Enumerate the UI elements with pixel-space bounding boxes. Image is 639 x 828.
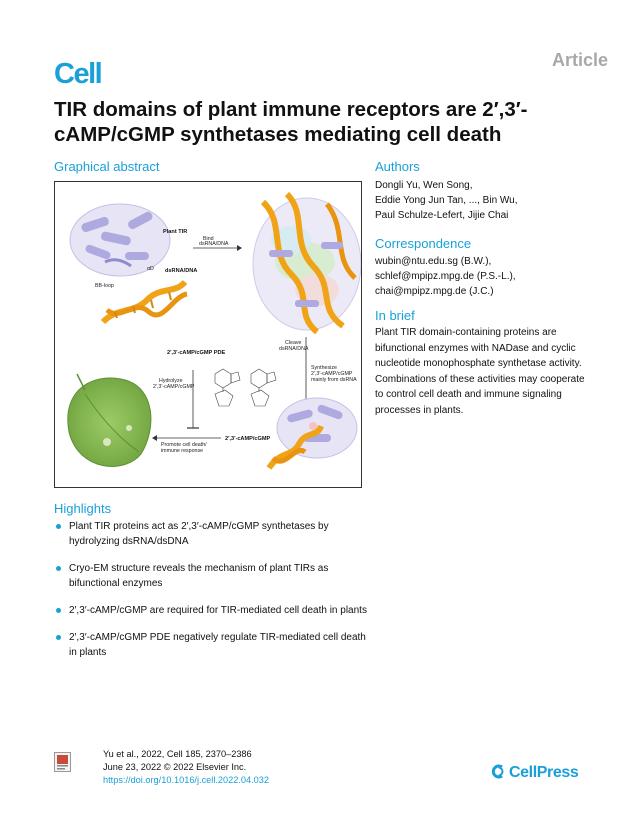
authors-line: Eddie Yong Jun Tan, ..., Bin Wu, — [375, 195, 518, 206]
highlight-text: 2′,3′-cAMP/cGMP PDE negatively regulate … — [69, 632, 366, 658]
plant-tir-label: Plant TIR — [163, 229, 187, 235]
bullet-icon — [56, 608, 61, 613]
authors-heading: Authors — [375, 159, 420, 174]
tir-dna-complex-icon — [252, 191, 361, 335]
cyclic-nucleotide-structures-icon — [214, 368, 277, 407]
citation-date-line: June 23, 2022 © 2022 Elsevier Inc. — [103, 762, 247, 772]
bind-sub-label: dsRNA/DNA — [199, 241, 229, 247]
dsrna-dna-helix-icon — [100, 279, 188, 325]
plant-tir-protein-icon — [69, 203, 171, 277]
correspondence-email-link[interactable]: wubin@ntu.edu.sg (B.W.), — [375, 256, 492, 267]
plant-leaf-icon — [67, 373, 152, 467]
highlights-heading: Highlights — [54, 501, 112, 516]
correspondence-email-link[interactable]: schlef@mpipz.mpg.de (P.S.-L.), — [375, 271, 516, 282]
bind-label: Bind — [203, 236, 214, 242]
graphical-abstract-heading: Graphical abstract — [54, 159, 160, 174]
authors-line: Dongli Yu, Wen Song, — [375, 180, 473, 191]
cellpress-mark-icon — [491, 764, 504, 779]
promote-sub-label: immune response — [161, 448, 203, 454]
in-brief-heading: In brief — [375, 308, 415, 323]
highlight-item: 2′,3′-cAMP/cGMP PDE negatively regulate … — [54, 630, 374, 660]
alpha-d-label: αD — [147, 266, 154, 272]
highlight-item: Plant TIR proteins act as 2′,3′-cAMP/cGM… — [54, 519, 374, 549]
highlights-list: Plant TIR proteins act as 2′,3′-cAMP/cGM… — [54, 519, 374, 672]
citation-block: Yu et al., 2022, Cell 185, 2370–2386 Jun… — [103, 748, 269, 787]
correspondence-list: wubin@ntu.edu.sg (B.W.), schlef@mpipz.mp… — [375, 254, 605, 299]
authors-line: Paul Schulze-Lefert, Jijie Chai — [375, 210, 509, 221]
product-label: 2′,3′-cAMP/cGMP — [225, 436, 271, 442]
cleave-label: Cleave — [285, 340, 302, 346]
bullet-icon — [56, 635, 61, 640]
synthesize-label: Synthesize — [311, 365, 337, 371]
highlight-item: Cryo-EM structure reveals the mechanism … — [54, 561, 374, 591]
cellpress-logo: CellPress — [491, 764, 579, 782]
hydrolyze-label: Hydrolyze — [159, 378, 183, 384]
synthesize-sub1-label: 2′,3′-cAMP/cGMP — [311, 371, 353, 377]
synthesize-sub2-label: mainly from dsRNA — [311, 377, 357, 383]
bb-loop-label: BB-loop — [95, 283, 114, 289]
journal-logo: Cell — [54, 58, 103, 90]
citation-line: Yu et al., 2022, Cell 185, 2370–2386 — [103, 749, 252, 759]
cleave-sub-label: dsRNA/DNA — [279, 346, 309, 352]
bullet-icon — [56, 524, 61, 529]
hydrolyze-sub-label: 2′,3′-cAMP/cGMP — [153, 384, 195, 390]
graphical-abstract-illustration: Plant TIR αD BB-loop dsRNA/DNA Bind dsRN… — [67, 191, 361, 470]
tir-cleaving-dna-icon — [266, 397, 358, 470]
promote-label: Promote cell death/ — [161, 442, 207, 448]
dsrna-dna-label: dsRNA/DNA — [165, 268, 197, 274]
correspondence-heading: Correspondence — [375, 236, 472, 251]
article-title: TIR domains of plant immune receptors ar… — [54, 98, 528, 146]
graphical-abstract-figure: Plant TIR αD BB-loop dsRNA/DNA Bind dsRN… — [54, 181, 362, 488]
doi-link[interactable]: https://doi.org/10.1016/j.cell.2022.04.0… — [103, 775, 270, 785]
bullet-icon — [56, 566, 61, 571]
cellpress-wordmark: CellPress — [509, 764, 579, 781]
journal-cover-thumbnail-icon[interactable] — [54, 752, 71, 772]
in-brief-text: Plant TIR domain-containing proteins are… — [375, 327, 585, 416]
authors-list: Dongli Yu, Wen Song, Eddie Yong Jun Tan,… — [375, 178, 605, 223]
highlight-text: Cryo-EM structure reveals the mechanism … — [69, 563, 329, 589]
highlight-item: 2′,3′-cAMP/cGMP are required for TIR-med… — [54, 603, 374, 618]
highlight-text: Plant TIR proteins act as 2′,3′-cAMP/cGM… — [69, 521, 329, 547]
article-type-label: Article — [551, 50, 608, 70]
correspondence-email-link[interactable]: chai@mpipz.mpg.de (J.C.) — [375, 286, 494, 297]
highlight-text: 2′,3′-cAMP/cGMP are required for TIR-med… — [69, 605, 367, 616]
pde-label: 2′,3′-cAMP/cGMP PDE — [167, 350, 225, 356]
